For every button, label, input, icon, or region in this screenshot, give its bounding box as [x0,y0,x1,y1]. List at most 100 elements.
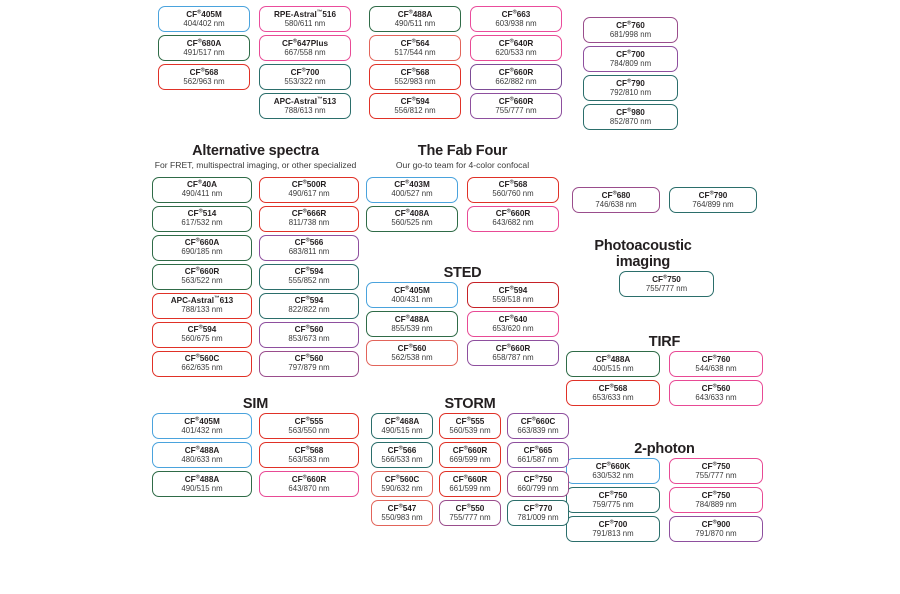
group-subtitle: For FRET, multispectral imaging, or othe… [154,160,357,171]
dye-wavelengths: 653/633 nm [592,393,634,403]
dye-wavelengths: 480/633 nm [181,455,223,465]
dye-name: CF®680 [601,190,631,200]
dye-wavelengths: 791/813 nm [592,529,634,539]
dye-wavelengths: 562/538 nm [391,353,433,363]
dye-name: CF®660K [595,461,631,471]
group-title: Alternative spectra [192,143,319,159]
dye-name: CF®700 [616,49,645,59]
dye-name: CF®560 [294,324,324,335]
dye-wavelengths: 784/809 nm [609,58,652,68]
dye-name: CF®640R [498,38,534,48]
dye-name: CF®405M [394,285,430,295]
dye-name: CF®660R [498,67,534,77]
dye-name: CF®660R [184,266,220,277]
group-title: STORM [444,396,496,412]
dye-wavelengths: 653/620 nm [492,324,534,334]
dye-name: CF®488A [184,445,220,455]
dye-name: CF®568 [598,383,628,393]
dye-wavelengths: 550/983 nm [381,513,423,523]
dye-name: CF®790 [616,78,645,88]
